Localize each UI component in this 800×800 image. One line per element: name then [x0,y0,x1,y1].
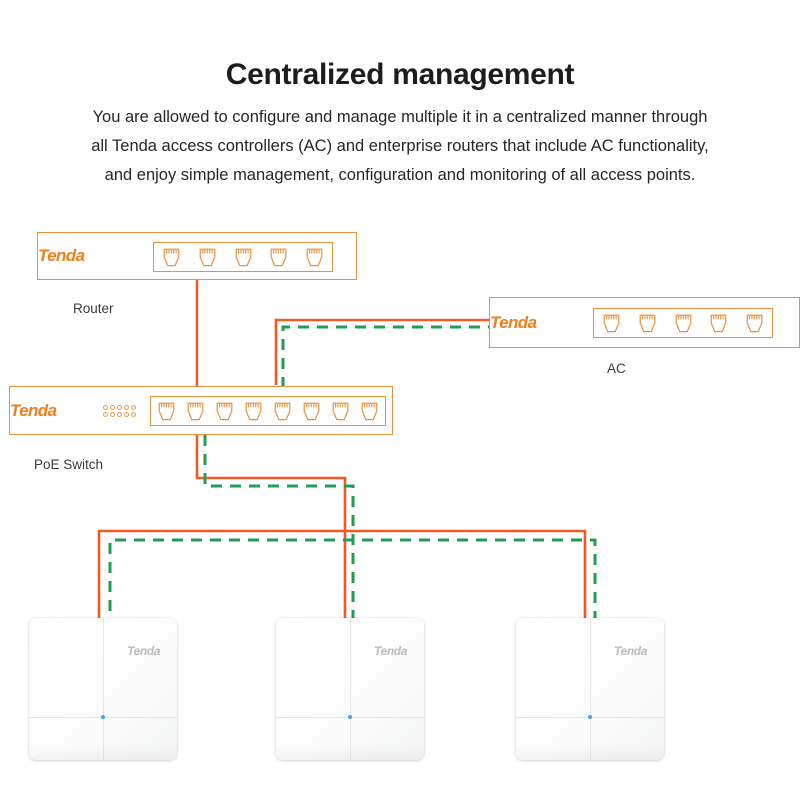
rj45-port[interactable] [158,402,175,421]
poe-switch-port-bank[interactable] [150,396,386,426]
device-label-router: Router [73,301,114,316]
ap-seam-vertical [350,618,351,760]
poe-switch-brand-logo: Tenda [10,400,57,420]
ap-status-led [101,715,105,720]
ap-bottom-shading [29,744,177,760]
cable-switch-downlink-management [203,435,355,640]
subtitle-line-3: and enjoy simple management, configurati… [104,166,696,184]
device-poe-switch[interactable]: Tenda [9,386,393,435]
poe-switch-led-grid [103,405,137,418]
led-dot [110,412,116,418]
device-ac[interactable]: Tenda [489,297,800,348]
led-dot [124,405,130,411]
led-dot [124,412,130,418]
ap-brand-logo: Tenda [374,644,407,658]
rj45-port[interactable] [187,402,204,421]
cable-switch-to-ac-management [281,325,500,388]
device-router[interactable]: Tenda [37,232,357,280]
page-title: Centralized management [225,58,575,91]
ap-brand-logo: Tenda [614,644,647,658]
router-brand-logo: Tenda [38,246,85,265]
rj45-port[interactable] [163,248,180,267]
ap-seam-vertical [103,618,104,760]
led-dot [117,412,123,418]
rj45-port[interactable] [603,314,620,333]
cable-switch-downlink-data [195,435,347,640]
rj45-port[interactable] [216,402,233,421]
ac-port-bank[interactable] [593,308,773,338]
access-point-1[interactable]: Tenda [29,618,177,760]
page-header: Centralized management You are allowed t… [0,0,800,190]
rj45-port[interactable] [274,402,291,421]
subtitle-line-1: You are allowed to configure and manage … [92,108,708,126]
ap-bottom-shading [276,744,424,760]
led-dot [103,405,109,411]
ap-bottom-shading [516,744,664,760]
access-point-2[interactable]: Tenda [276,618,424,760]
rj45-port[interactable] [710,314,727,333]
led-dot [117,405,123,411]
led-dot [131,405,137,411]
rj45-port[interactable] [746,314,763,333]
ac-brand-logo: Tenda [490,312,537,332]
ap-seam-vertical [590,618,591,760]
rj45-port[interactable] [361,402,378,421]
cable-bus-to-aps-data [97,529,587,630]
ap-status-led [588,715,592,720]
rj45-port[interactable] [306,248,323,267]
cable-switch-to-ac-data [274,318,500,385]
rj45-port[interactable] [675,314,692,333]
rj45-port[interactable] [639,314,656,333]
router-port-bank[interactable] [153,242,333,272]
led-dot [110,405,116,411]
rj45-port[interactable] [332,402,349,421]
device-label-ac: AC [607,361,626,376]
cable-bus-to-aps-management [108,538,597,630]
ap-status-led [348,715,352,720]
subtitle-line-2: all Tenda access controllers (AC) and en… [91,137,709,155]
rj45-port[interactable] [303,402,320,421]
led-dot [131,412,137,418]
ap-brand-logo: Tenda [127,644,160,658]
device-label-poe-switch: PoE Switch [34,457,104,472]
rj45-port[interactable] [270,248,287,267]
page-subtitle: You are allowed to configure and manage … [30,92,770,190]
rj45-port[interactable] [199,248,216,267]
led-dot [103,412,109,418]
rj45-port[interactable] [245,402,262,421]
access-point-3[interactable]: Tenda [516,618,664,760]
rj45-port[interactable] [235,248,252,267]
